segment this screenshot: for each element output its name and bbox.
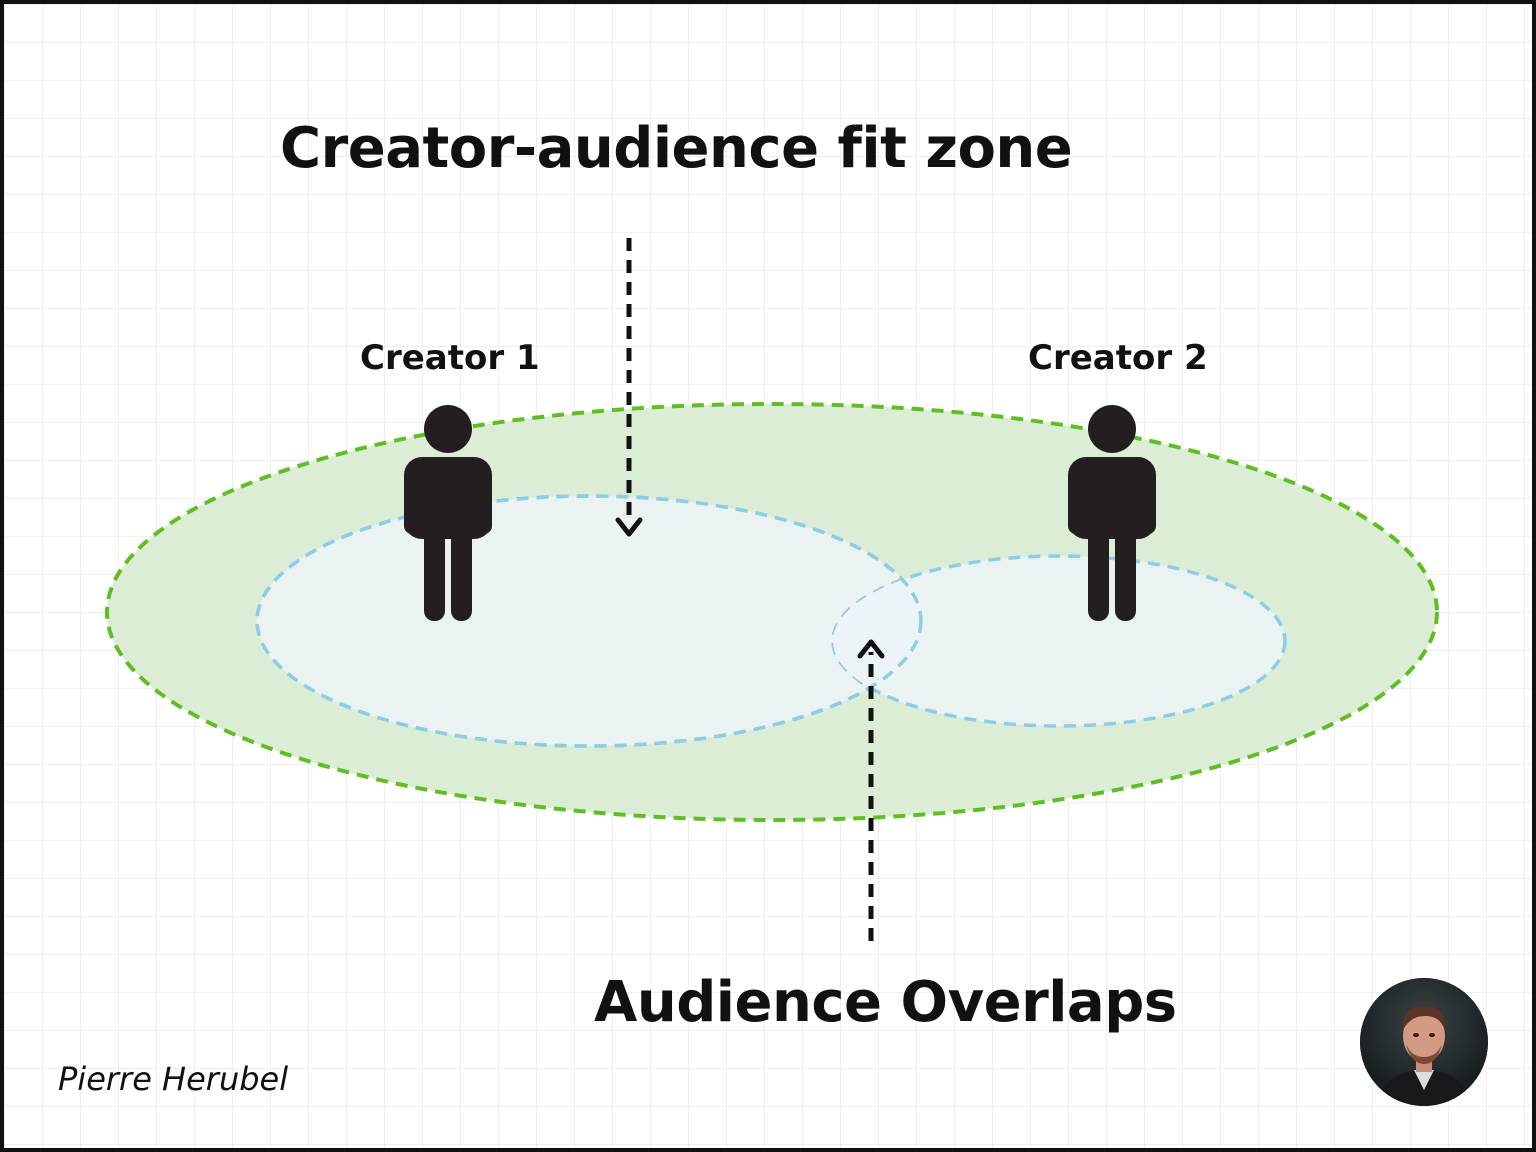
creator-2-label: Creator 2 — [1028, 338, 1208, 378]
audience-overlaps-title: Audience Overlaps — [594, 970, 1177, 1035]
fit-zone-title: Creator-audience fit zone — [280, 116, 1072, 181]
author-avatar-photo — [1360, 978, 1488, 1106]
author-avatar — [1360, 978, 1488, 1106]
creator-1-label: Creator 1 — [360, 338, 540, 378]
author-name: Pierre Herubel — [58, 1060, 288, 1098]
